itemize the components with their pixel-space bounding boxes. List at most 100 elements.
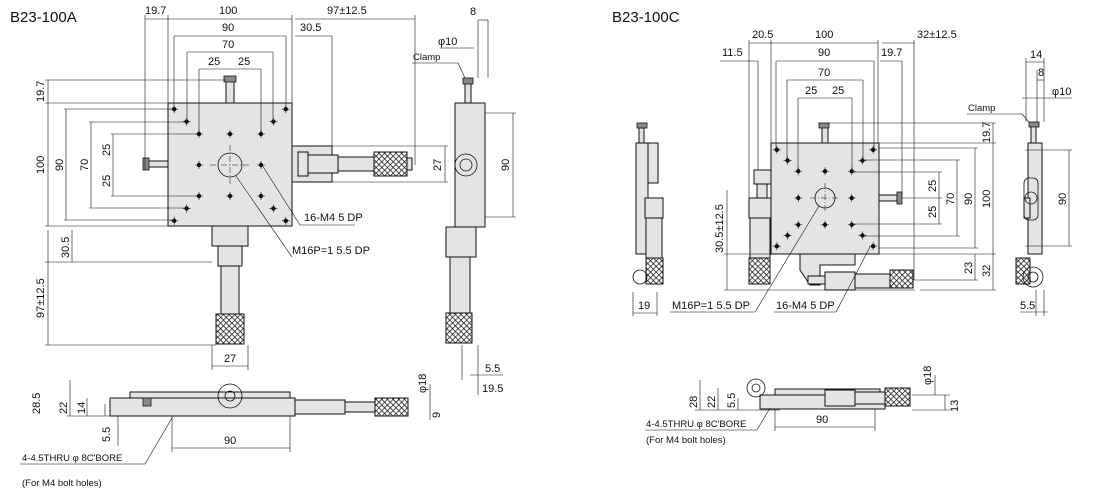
c-dim-14: 14 bbox=[1030, 49, 1042, 61]
a-dim-22: 22 bbox=[58, 402, 70, 414]
a-dim-19-5: 19.5 bbox=[482, 383, 503, 395]
c-dim-11-5: 11.5 bbox=[722, 47, 743, 59]
a-front-view bbox=[109, 383, 409, 417]
a-dim-28-5: 28.5 bbox=[31, 393, 43, 414]
c-dim-28: 28 bbox=[688, 396, 700, 408]
a-dim-19-7: 19.7 bbox=[145, 5, 166, 17]
a-dim-left-100: 100 bbox=[35, 156, 47, 174]
c-dim-19: 19 bbox=[638, 300, 650, 312]
hole-centerline bbox=[182, 117, 191, 126]
hole-centerline bbox=[869, 145, 878, 154]
c-dim-13: 13 bbox=[949, 400, 961, 412]
a-dim-left-97: 97±12.5 bbox=[35, 278, 47, 318]
a-dim-97: 97±12.5 bbox=[327, 5, 367, 17]
c-clamp bbox=[818, 122, 830, 129]
c-bolt-note: (For M4 bolt holes) bbox=[646, 435, 726, 446]
c-dim-8: 8 bbox=[1038, 67, 1044, 79]
c-dim-90: 90 bbox=[818, 47, 830, 59]
c-micrometer-bottom bbox=[799, 253, 914, 291]
hole-centerline bbox=[847, 220, 856, 229]
c-dim-side-90: 90 bbox=[1057, 193, 1069, 205]
a-micrometer-x bbox=[291, 145, 413, 183]
hole-centerline bbox=[170, 216, 179, 225]
hole-centerline bbox=[794, 220, 803, 229]
a-bolt-note: (For M4 bolt holes) bbox=[22, 478, 102, 489]
c-dim-right-100: 100 bbox=[981, 190, 993, 208]
a-dim-70: 70 bbox=[222, 39, 234, 51]
c-dim-5-5: 5.5 bbox=[1020, 300, 1035, 312]
c-dim-19-7: 19.7 bbox=[881, 47, 902, 59]
c-clamp-label: Clamp bbox=[968, 103, 995, 114]
c-front-view bbox=[746, 378, 911, 410]
hole-centerline bbox=[257, 192, 265, 200]
a-dim-5-5: 5.5 bbox=[485, 363, 500, 375]
a-callout-holes: 16-M4 5 DP bbox=[304, 212, 363, 224]
a-dim-25b: 25 bbox=[238, 56, 250, 68]
hole-centerline bbox=[821, 167, 829, 176]
hole-centerline bbox=[195, 161, 203, 169]
a-dim-25a: 25 bbox=[208, 56, 220, 68]
c-callout-holes: 16-M4 5 DP bbox=[776, 300, 835, 312]
a-dim-27: 27 bbox=[432, 159, 444, 171]
a-dim-14: 14 bbox=[76, 402, 88, 414]
a-bolt-callout: 4-4.5THRU φ 8C'BORE bbox=[22, 453, 122, 464]
a-dim-9: 9 bbox=[431, 412, 443, 418]
c-callout-center: M16P=1 5.5 DP bbox=[672, 300, 750, 312]
c-left-side-view bbox=[632, 122, 664, 285]
c-mount-holes bbox=[772, 145, 878, 251]
hole-centerline bbox=[794, 194, 803, 202]
c-dim-100: 100 bbox=[815, 29, 833, 41]
a-dim-front-5-5: 5.5 bbox=[101, 427, 113, 442]
c-dim-right-90: 90 bbox=[963, 193, 975, 205]
hole-centerline bbox=[281, 216, 290, 225]
a-callout-center: M16P=1 5.5 DP bbox=[292, 245, 370, 257]
a-dim-30-5: 30.5 bbox=[300, 22, 321, 34]
a-dim-left-19-7: 19.7 bbox=[35, 81, 47, 102]
a-dim-90: 90 bbox=[222, 22, 234, 34]
hole-centerline bbox=[847, 194, 856, 202]
hole-centerline bbox=[269, 204, 278, 213]
a-dim-phi18: φ18 bbox=[417, 374, 429, 393]
hole-centerline bbox=[821, 220, 829, 229]
c-dim-25a: 25 bbox=[805, 85, 817, 97]
a-dim-side-90: 90 bbox=[500, 159, 512, 171]
hole-centerline bbox=[269, 117, 278, 126]
hole-centerline bbox=[226, 192, 234, 200]
model-a-drawing: B23-100A bbox=[10, 5, 516, 489]
hole-centerline bbox=[858, 231, 867, 240]
c-dim-right-70: 70 bbox=[945, 193, 957, 205]
a-side-view bbox=[445, 77, 486, 344]
a-dim-left-90: 90 bbox=[54, 159, 66, 171]
c-dim-right-25b: 25 bbox=[927, 206, 939, 218]
c-dim-phi18: φ18 bbox=[922, 366, 934, 385]
c-dim-32: 32±12.5 bbox=[917, 29, 957, 41]
a-clamp bbox=[223, 75, 237, 83]
a-mount-holes bbox=[170, 105, 290, 225]
c-dim-right-19-7: 19.7 bbox=[981, 122, 993, 143]
a-dim-front-90: 90 bbox=[224, 435, 236, 447]
hole-centerline bbox=[772, 242, 781, 251]
c-dim-right-25a: 25 bbox=[927, 180, 939, 192]
a-dim-100: 100 bbox=[219, 5, 237, 17]
c-dim-20-5: 20.5 bbox=[752, 29, 773, 41]
c-right-side-view bbox=[1015, 121, 1044, 288]
c-bolt-callout: 4-4.5THRU φ 8C'BORE bbox=[646, 419, 746, 430]
hole-centerline bbox=[783, 156, 792, 165]
a-micrometer-y bbox=[211, 225, 249, 345]
model-c-title: B23-100C bbox=[612, 9, 680, 26]
c-dim-70: 70 bbox=[818, 67, 830, 79]
c-dim-22: 22 bbox=[706, 396, 718, 408]
a-dim-left-25a: 25 bbox=[101, 144, 113, 156]
model-c-drawing: B23-100C bbox=[612, 9, 1072, 446]
a-dim-8: 8 bbox=[470, 6, 476, 18]
a-dim-left-70: 70 bbox=[79, 159, 91, 171]
a-dim-phi10: φ10 bbox=[438, 36, 457, 48]
hole-centerline bbox=[783, 231, 792, 240]
model-a-title: B23-100A bbox=[10, 9, 77, 26]
hole-centerline bbox=[869, 242, 878, 251]
c-dim-front-90: 90 bbox=[816, 414, 828, 426]
c-micrometer-left bbox=[748, 169, 772, 285]
c-dim-phi10: φ10 bbox=[1052, 86, 1071, 98]
hole-centerline bbox=[226, 130, 234, 138]
